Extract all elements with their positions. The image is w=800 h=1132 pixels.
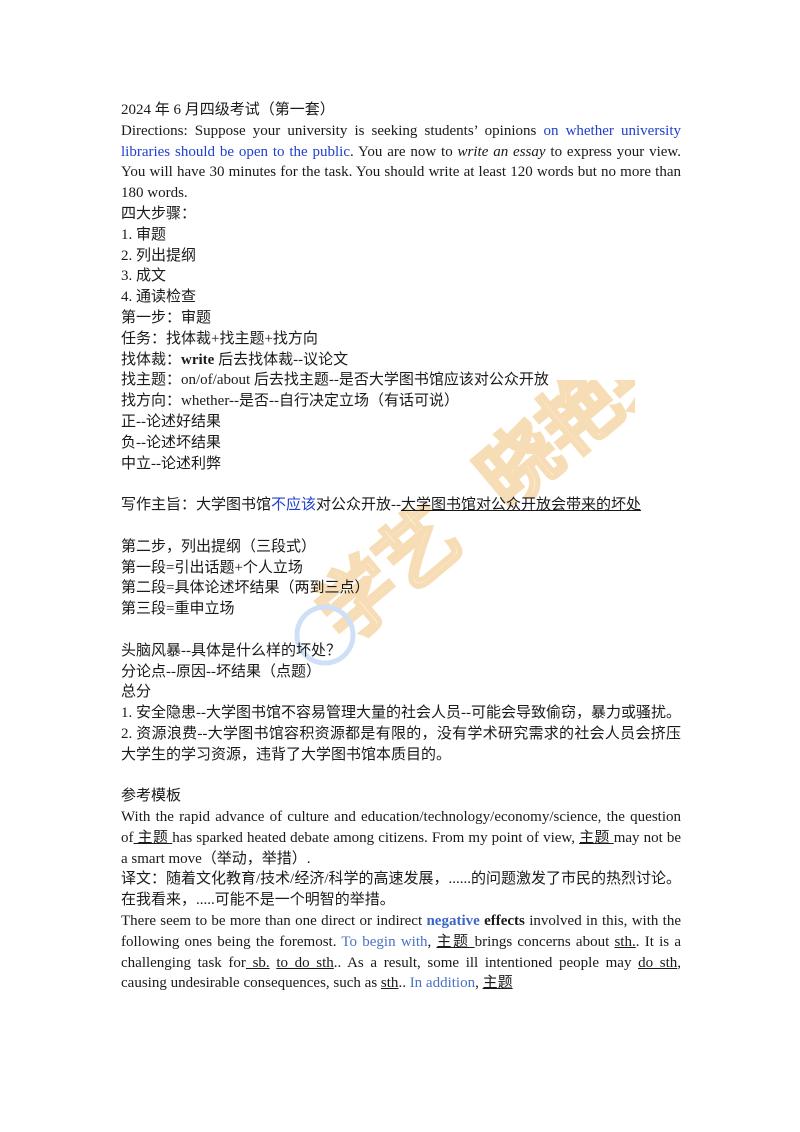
stance-positive: 正--论述好结果 <box>121 413 221 430</box>
step-item: 4. 通读检查 <box>121 289 197 306</box>
brainstorm-total: 总分 <box>121 684 152 701</box>
outline-para3: 第三段=重申立场 <box>121 601 235 618</box>
directions-paragraph: Directions: Suppose your university is s… <box>121 122 682 202</box>
step-item: 2. 列出提纲 <box>121 247 197 264</box>
directions-task: write an essay <box>457 143 546 160</box>
stance-neutral: 中立--论述利弊 <box>121 455 221 472</box>
steps-heading: 四大步骤： <box>121 205 197 222</box>
template-heading: 参考模板 <box>121 788 182 805</box>
outline-para1: 第一段=引出话题+个人立场 <box>121 559 303 576</box>
step1-topic: 找主题：on/of/about 后去找主题--是否大学图书馆应该对公众开放 <box>121 372 549 389</box>
document-page: 2024 年 6 月四级考试（第一套） Directions: Suppose … <box>121 100 681 994</box>
template-para2: There seem to be more than one direct or… <box>121 913 681 992</box>
directions-topic: on whether university libraries should b… <box>121 122 681 160</box>
step-item: 1. 审题 <box>121 226 167 243</box>
doc-title: 2024 年 6 月四级考试（第一套） <box>121 102 335 118</box>
template-translation: 译文：随着文化教育/技术/经济/科学的高速发展，......的问题激发了市民的热… <box>121 871 682 909</box>
template-para1: With the rapid advance of culture and ed… <box>121 809 681 867</box>
step1-task: 任务：找体裁+找主题+找方向 <box>121 330 318 347</box>
writing-theme: 写作主旨：大学图书馆不应该对公众开放--大学图书馆对公众开放会带来的坏处 <box>121 497 642 514</box>
brainstorm-structure: 分论点--原因--坏结果（点题） <box>121 663 321 680</box>
step1-direction: 找方向：whether--是否--自行决定立场（有话可说） <box>121 393 459 410</box>
brainstorm-heading: 头脑风暴--具体是什么样的坏处？ <box>121 642 341 659</box>
outline-para2: 第二段=具体论述坏结果（两到三点） <box>121 580 370 597</box>
step1-genre: 找体裁：write 后去找体裁--议论文 <box>121 351 349 368</box>
step2-heading: 第二步，列出提纲（三段式） <box>121 538 317 555</box>
brainstorm-point1: 1. 安全隐患--大学图书馆不容易管理大量的社会人员--可能会导致偷窃，暴力或骚… <box>121 705 681 722</box>
step1-heading: 第一步：审题 <box>121 309 212 326</box>
step-item: 3. 成文 <box>121 268 167 285</box>
brainstorm-point2: 2. 资源浪费--大学图书馆容积资源都是有限的，没有学术研究需求的社会人员会挤压… <box>121 725 681 763</box>
stance-negative: 负--论述坏结果 <box>121 434 221 451</box>
